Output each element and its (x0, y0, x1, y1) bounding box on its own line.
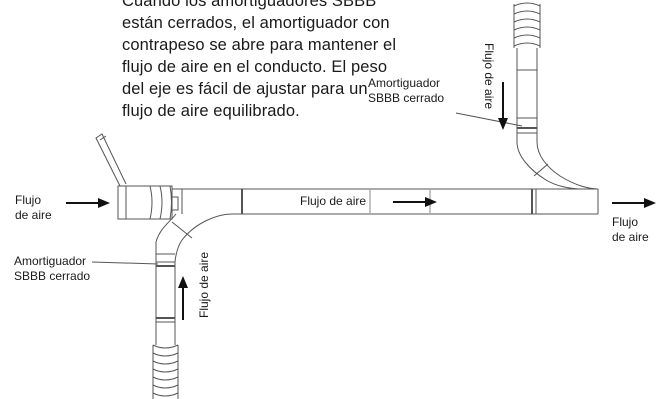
description-line: Cuando los amortiguadores SBBB (122, 0, 377, 10)
upper-damper-label: Amortiguador SBBB cerrado (368, 76, 445, 105)
outlet-flow-label: Flujo de aire (612, 215, 649, 244)
main-duct-flow-label: Flujo de aire (300, 194, 367, 208)
description-line: del eje es fácil de ajustar para un (122, 80, 368, 98)
lower-branch-flow-label: Flujo de aire (197, 251, 211, 318)
main-duct-arrow (393, 197, 437, 207)
description-line: están cerrados, el amortiguador con (122, 14, 390, 32)
upper-branch-duct (513, 2, 599, 190)
description-line: flujo de aire en el conducto. El peso (122, 58, 388, 76)
lower-damper-label: Amortiguador SBBB cerrado (14, 254, 91, 283)
upper-branch-arrow (498, 82, 508, 130)
inlet-flow-label: Flujo de aire (15, 193, 52, 222)
lower-branch-arrow (178, 276, 188, 320)
counterweight-damper (95, 133, 179, 220)
description-line: flujo de aire equilibrado. (122, 102, 300, 120)
lower-branch-duct (152, 213, 233, 399)
upper-branch-flow-label: Flujo de aire (482, 43, 496, 110)
description-line: contrapeso se abre para mantener el (122, 36, 397, 54)
upper-damper-leader (455, 112, 523, 127)
main-duct (172, 188, 599, 215)
description-paragraph: Cuando los amortiguadores SBBB están cer… (122, 0, 397, 122)
inlet-arrow (66, 198, 110, 208)
lower-damper-leader (91, 261, 159, 265)
outlet-arrow (612, 198, 656, 208)
